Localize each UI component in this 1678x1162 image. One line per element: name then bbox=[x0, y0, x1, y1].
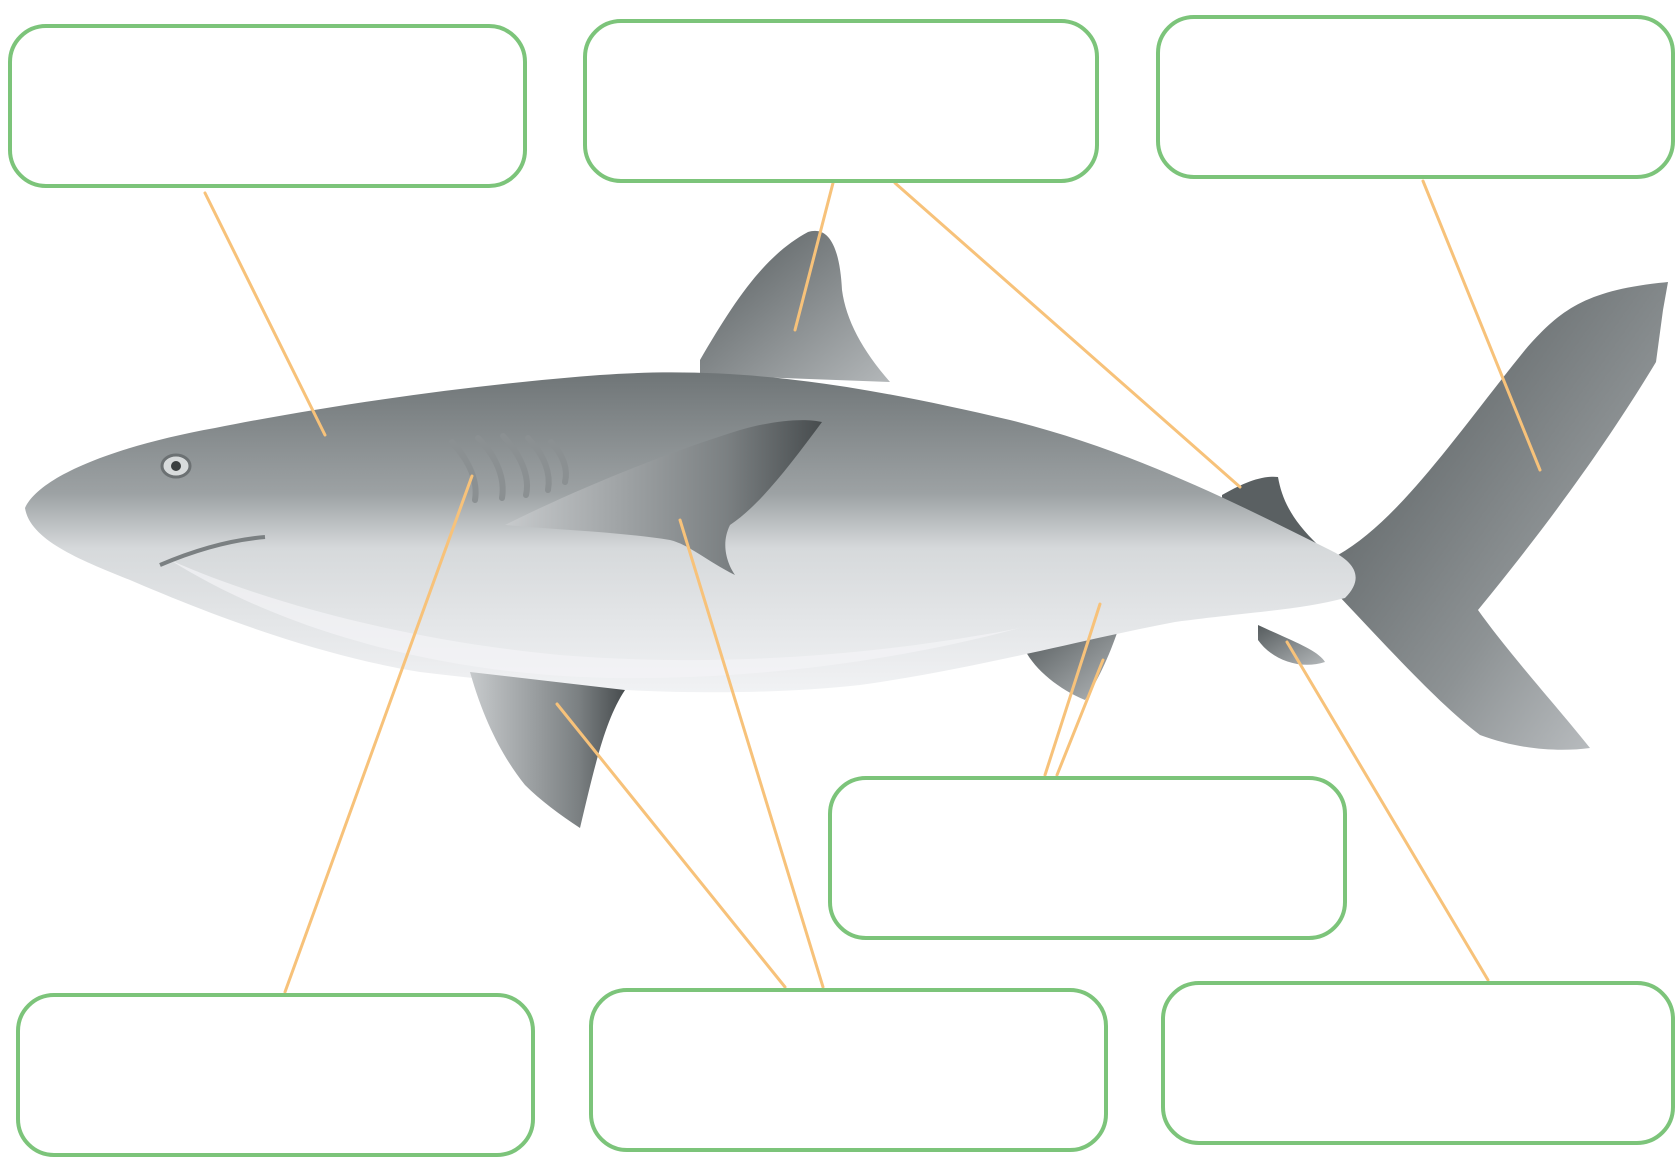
caudal-fin bbox=[1338, 282, 1668, 750]
anal-fin bbox=[1258, 625, 1325, 665]
shark-illustration bbox=[25, 231, 1668, 828]
label-box-top-right[interactable] bbox=[1158, 17, 1673, 177]
label-box-bottom-center[interactable] bbox=[591, 990, 1106, 1150]
label-box-top-center[interactable] bbox=[585, 21, 1097, 181]
label-box-top-left[interactable] bbox=[10, 26, 525, 186]
pectoral-fin-lower bbox=[470, 672, 625, 828]
first-dorsal-fin bbox=[700, 231, 890, 382]
leader-line-top-left bbox=[205, 193, 325, 435]
label-box-middle-right[interactable] bbox=[830, 778, 1345, 938]
label-box-bottom-right[interactable] bbox=[1163, 983, 1673, 1143]
shark-eye bbox=[162, 455, 190, 477]
label-box-bottom-left[interactable] bbox=[18, 995, 533, 1155]
